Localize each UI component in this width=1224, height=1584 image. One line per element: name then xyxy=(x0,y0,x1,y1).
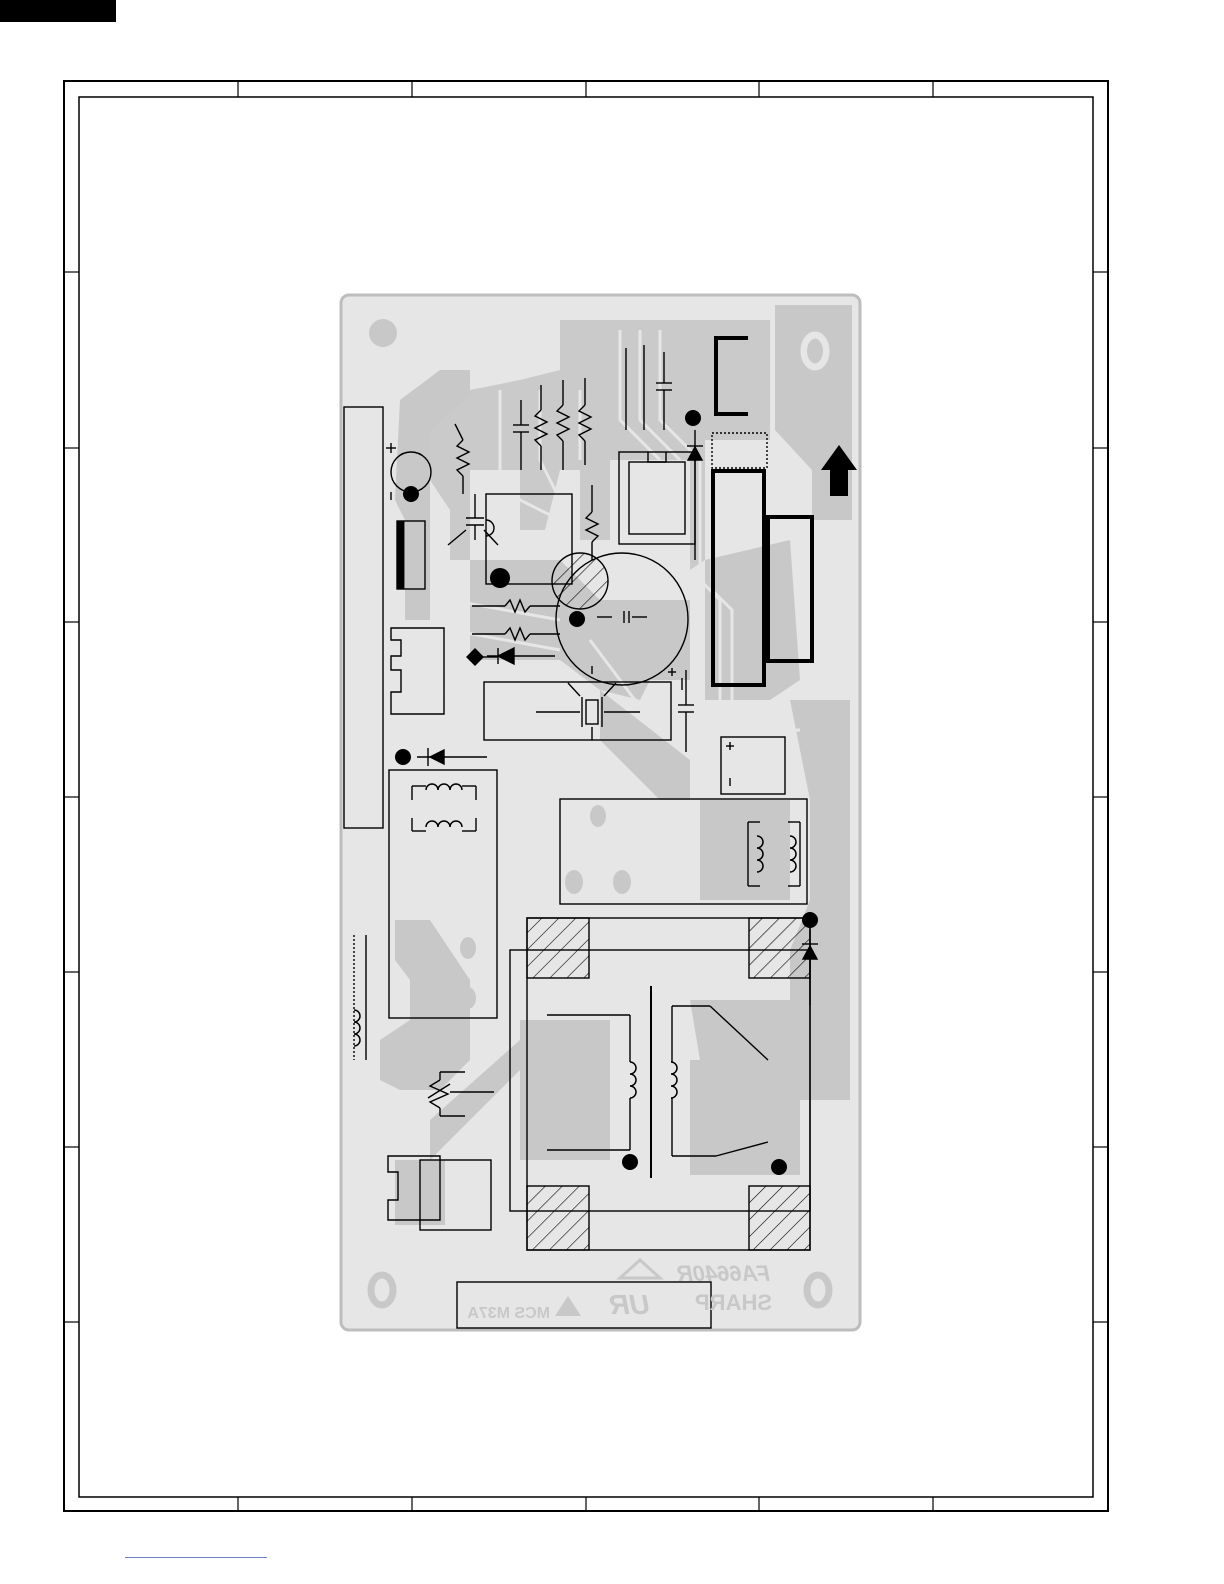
footer-link-rule xyxy=(125,1557,267,1558)
board-id-text: FA6640R xyxy=(677,1261,770,1286)
board-code-text: MCS M37A xyxy=(467,1305,550,1322)
board-cert-text: UR xyxy=(609,1289,650,1320)
board-brand-text: SHARP xyxy=(695,1290,772,1315)
